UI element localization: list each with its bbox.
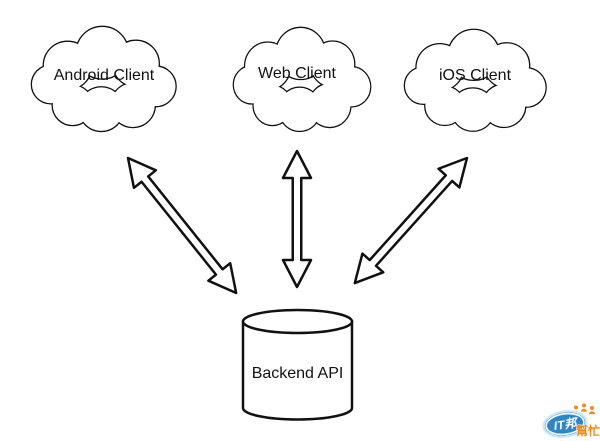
web-client-label: Web Client (258, 65, 337, 82)
ios-client-label: iOS Client (439, 67, 512, 84)
logo-text-bangmang: 幫忙 (576, 423, 600, 438)
backend-api-label: Backend API (252, 365, 344, 382)
cylinder-body (241, 320, 354, 421)
arrow-ios-backend (353, 156, 469, 285)
arrow-web-backend (281, 149, 313, 289)
cylinder-top (241, 308, 354, 335)
logo-pill: IT邦 (542, 410, 588, 438)
android-client-label: Android Client (54, 67, 155, 84)
cylinder-backend-api (241, 308, 354, 421)
watermark-logo: IT邦 幫忙 (542, 402, 600, 438)
logo-text-itbang: IT邦 (553, 416, 580, 433)
arrow-android-backend (126, 156, 238, 295)
